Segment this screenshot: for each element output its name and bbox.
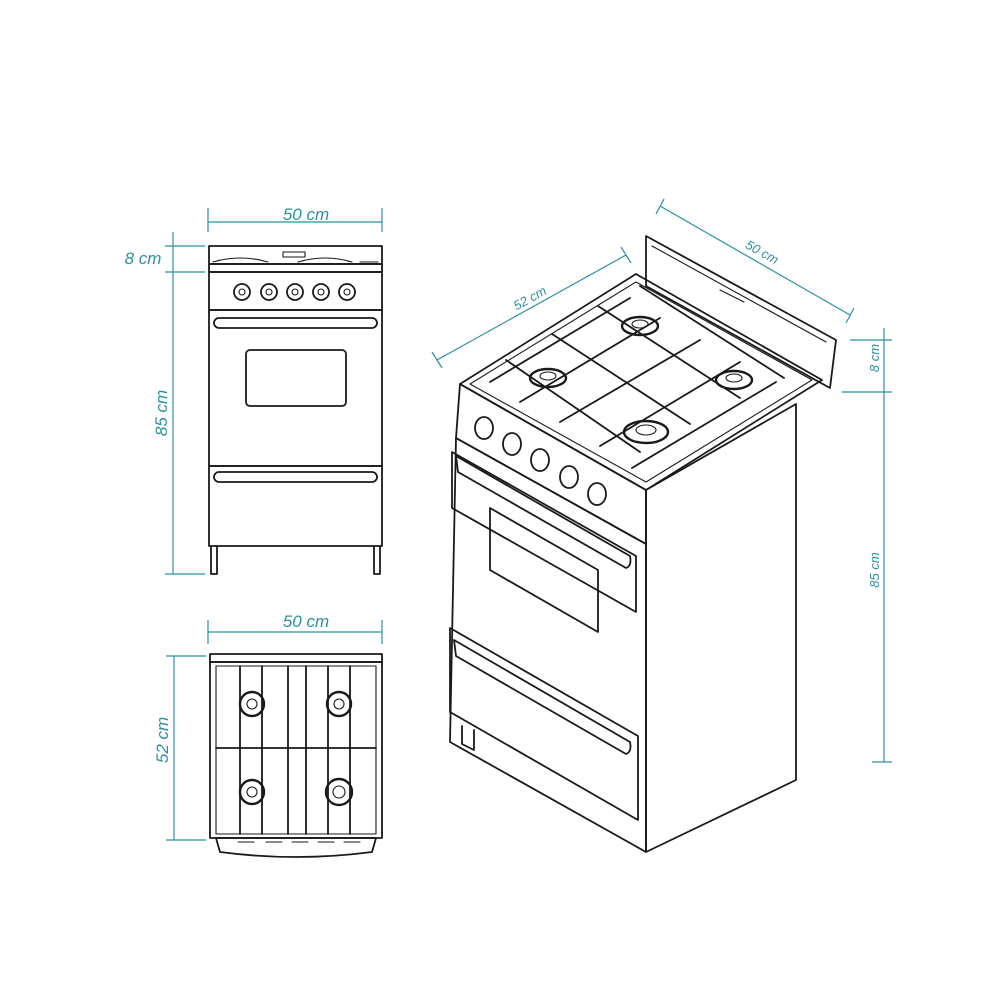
iso-backguard-dimension: 8 cm xyxy=(842,328,892,393)
iso-stove-drawing xyxy=(449,235,837,853)
iso-backguard-label: 8 cm xyxy=(867,344,882,372)
top-view: 50 cm 52 cm xyxy=(153,612,383,858)
iso-height-label: 85 cm xyxy=(867,552,882,588)
iso-width-label: 50 cm xyxy=(743,237,781,267)
front-knobs xyxy=(233,283,356,301)
top-stove-drawing xyxy=(209,653,383,858)
iso-burners xyxy=(528,315,754,445)
front-height-dimension: 85 cm xyxy=(152,272,205,575)
iso-knobs xyxy=(474,416,607,506)
front-height-label: 85 cm xyxy=(152,390,171,436)
top-depth-label: 52 cm xyxy=(153,717,172,763)
front-view: 50 cm 8 cm 85 cm xyxy=(125,205,383,575)
front-stove-drawing xyxy=(208,245,383,575)
front-width-label: 50 cm xyxy=(283,205,329,224)
top-burners xyxy=(238,690,354,807)
isometric-view: 52 cm 50 cm 8 cm 85 cm xyxy=(431,198,892,853)
front-backguard-dimension: 8 cm xyxy=(125,232,205,273)
front-backguard-label: 8 cm xyxy=(125,249,162,268)
front-width-dimension: 50 cm xyxy=(207,205,383,232)
top-depth-dimension: 52 cm xyxy=(153,655,206,841)
top-width-dimension: 50 cm xyxy=(207,612,383,644)
iso-width-dimension: 50 cm xyxy=(655,198,855,324)
iso-height-dimension: 85 cm xyxy=(867,392,892,763)
top-width-label: 50 cm xyxy=(283,612,329,631)
